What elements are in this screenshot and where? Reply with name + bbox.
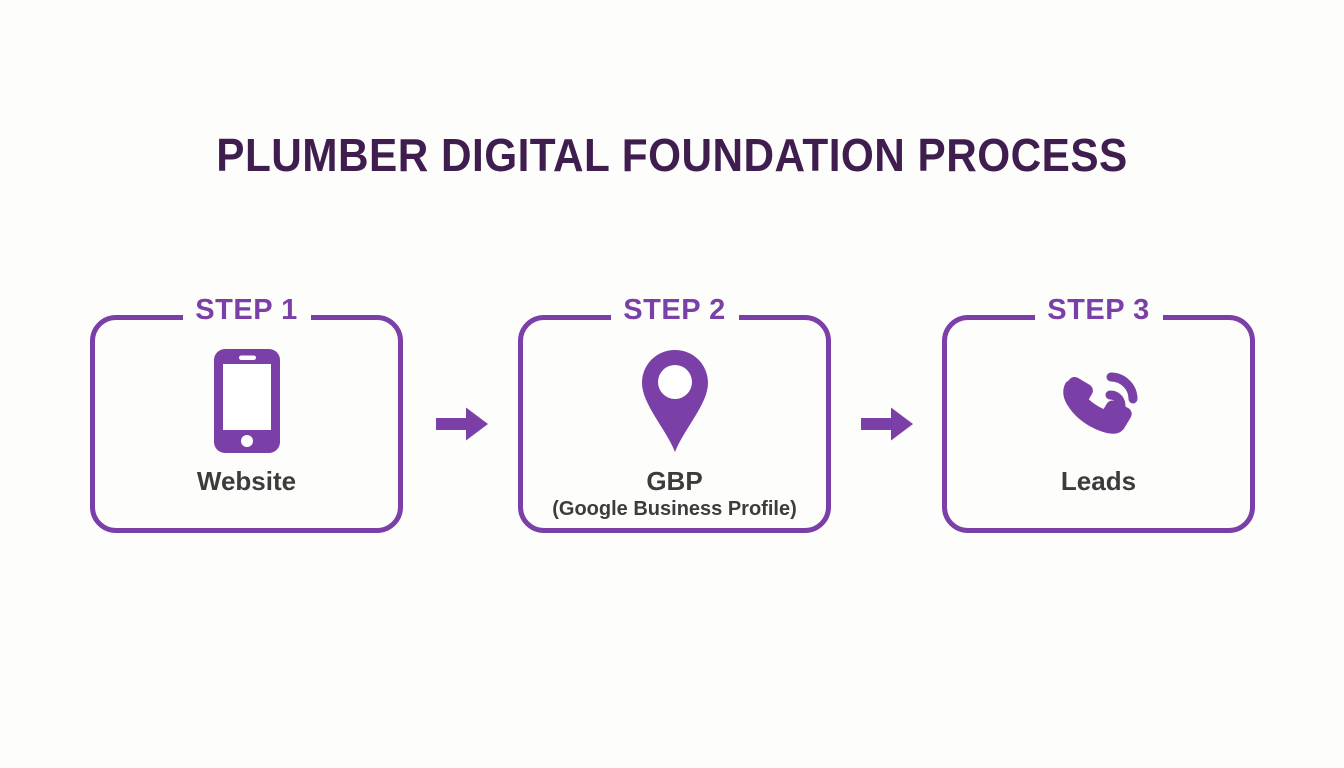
step-card-1-label-notch [182, 311, 311, 323]
process-flow: STEP 1 Website STEP 2 [0, 296, 1344, 550]
ringing-phone-icon [1049, 345, 1149, 457]
step-card-2-step-label: STEP 2 [623, 294, 726, 326]
step-card-3-caption-main: Leads [1060, 466, 1137, 496]
step-card-3[interactable]: STEP 3 Leads [942, 296, 1255, 533]
step-card-1-caption: Website [196, 466, 297, 496]
step-card-2-caption: GBP (Google Business Profile) [552, 466, 797, 521]
step-card-2-body: GBP (Google Business Profile) [518, 315, 831, 533]
step-card-1-step-label: STEP 1 [195, 294, 298, 326]
step-card-3-label-notch [1034, 311, 1163, 323]
step-card-1[interactable]: STEP 1 Website [90, 296, 403, 533]
step-card-2-caption-sub: (Google Business Profile) [552, 498, 797, 521]
step-card-3-step-label: STEP 3 [1047, 294, 1150, 326]
step-card-2[interactable]: STEP 2 GBP (Google Business Profile) [518, 296, 831, 533]
step-card-2-label-notch [610, 311, 739, 323]
map-pin-icon [640, 345, 710, 457]
arrow-right-icon [861, 407, 913, 441]
arrow-right-icon [436, 407, 488, 441]
step-card-3-body: Leads [942, 315, 1255, 533]
step-card-1-caption-main: Website [196, 466, 297, 496]
page-title: PLUMBER DIGITAL FOUNDATION PROCESS [216, 129, 1128, 181]
smartphone-icon [212, 345, 282, 457]
step-card-1-body: Website [90, 315, 403, 533]
step-card-3-caption: Leads [1060, 466, 1137, 496]
step-card-2-caption-main: GBP [646, 466, 703, 496]
